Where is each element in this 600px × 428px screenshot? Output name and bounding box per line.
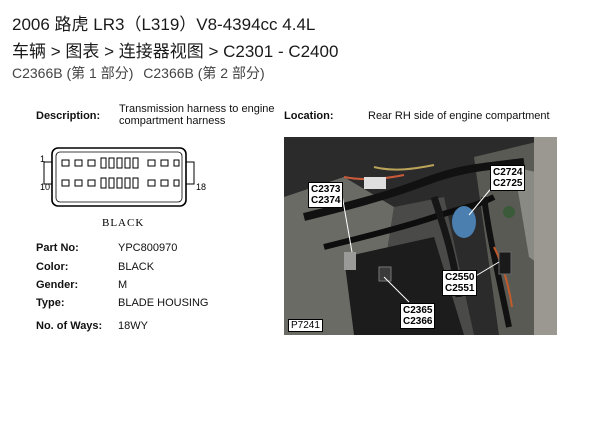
pin-label-mid: 10: [40, 182, 50, 192]
part-links: C2366B (第 1 部分) C2366B (第 2 部分): [12, 63, 271, 83]
spec-value-part-no: YPC800970: [118, 242, 178, 254]
location-photo: C2373 C2374 C2724 C2725 C2550 C2551 C236…: [284, 137, 557, 335]
connector-color-caption: BLACK: [102, 217, 144, 229]
spec-label-gender: Gender:: [36, 279, 79, 291]
spec-label-part-no: Part No:: [36, 242, 79, 254]
pin-label-start: 1: [40, 154, 45, 164]
connector-drawing: 1 10 18 BLACK: [40, 147, 206, 229]
photo-id-label: P7241: [288, 319, 323, 332]
callout-c2724-c2725: C2724 C2725: [490, 165, 526, 191]
callout-c2373-c2374: C2373 C2374: [308, 182, 344, 208]
callout-c2365-c2366: C2365 C2366: [400, 303, 436, 329]
connector-face-diagram: 1 10 18 BLACK: [40, 142, 206, 236]
pin-label-end: 18: [196, 182, 206, 192]
spec-value-ways: 18WY: [118, 320, 148, 332]
page-title: 2006 路虎 LR3（L319）V8-4394cc 4.4L: [12, 15, 316, 34]
spec-value-color: BLACK: [118, 261, 155, 273]
spec-label-type: Type:: [36, 297, 65, 309]
description-value: Transmission harness to engine compartme…: [119, 103, 275, 127]
part-link-2[interactable]: C2366B (第 2 部分): [143, 65, 265, 81]
part-link-1[interactable]: C2366B (第 1 部分): [12, 65, 134, 81]
location-label: Location:: [284, 110, 334, 122]
spec-value-gender: M: [118, 279, 128, 291]
breadcrumb[interactable]: 车辆 > 图表 > 连接器视图 > C2301 - C2400: [12, 42, 339, 61]
spec-label-ways: No. of Ways:: [36, 320, 103, 332]
engine-bay-photo: [284, 137, 557, 335]
description-label: Description:: [36, 110, 101, 122]
location-value: Rear RH side of engine compartment: [368, 110, 550, 122]
spec-value-type: BLADE HOUSING: [118, 297, 209, 309]
callout-c2550-c2551: C2550 C2551: [442, 270, 478, 296]
spec-label-color: Color:: [36, 261, 69, 273]
